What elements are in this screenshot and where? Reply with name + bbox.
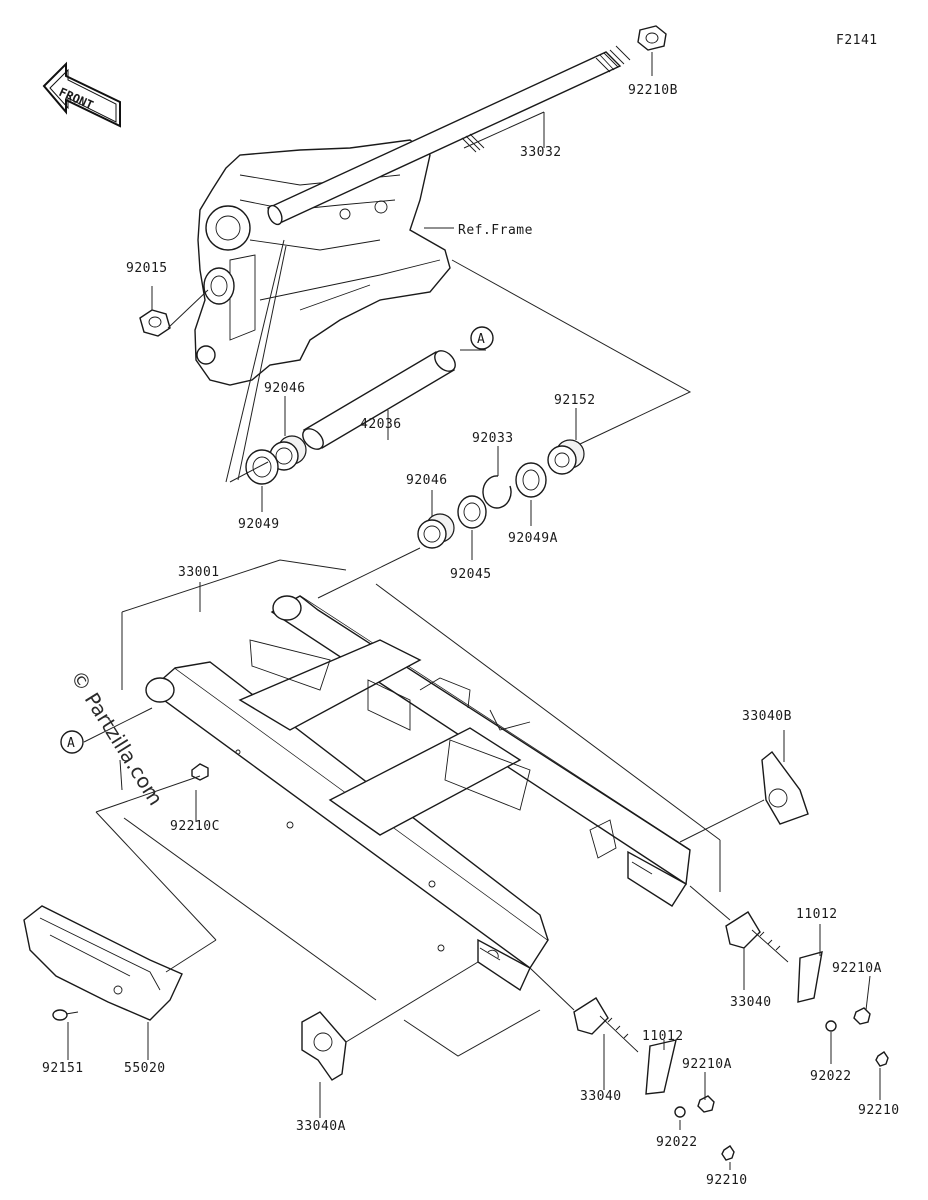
frame-section [194,139,451,386]
label-33040-left: 33040 [580,1089,622,1104]
ball-bearing [457,495,487,529]
nut-92210-right [875,1051,889,1067]
pivot-nut [637,25,667,51]
washer [245,449,279,485]
label-92045: 92045 [450,567,492,582]
callout-a-lower: A [60,730,84,754]
label-92049: 92049 [238,517,280,532]
label-92210B: 92210B [628,83,678,98]
label-33032: 33032 [520,145,562,160]
label-92022-right: 92022 [810,1069,852,1084]
chain-adjuster-b [761,750,809,825]
label-92046-upper: 92046 [264,381,306,396]
adjuster-left [573,997,639,1053]
label-92210A-left: 92210A [682,1057,732,1072]
nut-92210-left [721,1145,735,1161]
label-11012-left: 11012 [642,1029,684,1044]
label-92210-left: 92210 [706,1173,748,1188]
swingarm [145,595,691,992]
callout-a-upper: A [470,326,494,350]
label-11012-right: 11012 [796,907,838,922]
pivot-shaft [266,45,631,226]
label-92152: 92152 [554,393,596,408]
washer-a [515,462,547,498]
label-42036: 42036 [360,417,402,432]
chain-adjuster-a [301,1011,347,1081]
adjuster-plate-left [645,1039,677,1095]
label-92046-lower: 92046 [406,473,448,488]
washer-92022-left [674,1106,686,1118]
adjuster-plate-right [797,951,823,1003]
label-92022-left: 92022 [656,1135,698,1150]
label-33001: 33001 [178,565,220,580]
front-arrow-icon: FRONT [42,61,121,128]
washer-92022-right [825,1020,837,1032]
label-92033: 92033 [472,431,514,446]
label-92049A: 92049A [508,531,558,546]
ref-frame-label: Ref.Frame [458,223,533,238]
label-92210-right: 92210 [858,1103,900,1118]
svg-text:A: A [477,332,485,347]
guard-bolt [52,1009,79,1021]
label-92015: 92015 [126,261,168,276]
label-92210C: 92210C [170,819,220,834]
label-33040B: 33040B [742,709,792,724]
oil-seal [547,439,585,475]
label-92151: 92151 [42,1061,84,1076]
part-labels: 92210B 33032 92015 92046 42036 92049 920… [42,83,900,1188]
frame-nut [139,309,171,337]
nut-c [191,763,209,781]
leader-lines [67,52,881,1170]
circlip [482,475,512,509]
label-92210A-right: 92210A [832,961,882,976]
label-33040A: 33040A [296,1119,346,1134]
svg-text:A: A [67,736,75,751]
chain-guard [23,905,183,1021]
figure-code: F2141 [836,33,878,48]
label-55020: 55020 [124,1061,166,1076]
nut-92210a-left [697,1095,715,1113]
pivot-sleeve [302,350,456,450]
adjuster-right [725,911,789,963]
needle-bearing-lower [417,513,455,549]
nut-92210a-right [853,1007,871,1025]
label-33040-right: 33040 [730,995,772,1010]
